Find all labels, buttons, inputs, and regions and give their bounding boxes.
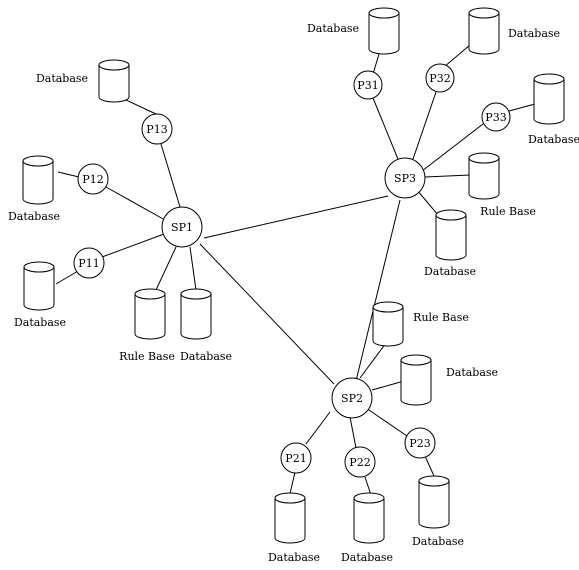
edge-sp2-rulebase xyxy=(359,342,387,379)
node-p21-label: P21 xyxy=(285,452,306,465)
db-sp3-label: Database xyxy=(424,265,476,278)
node-p22-label: P22 xyxy=(349,456,370,469)
db-p21-label: Database xyxy=(268,551,320,564)
edge-sp3-database xyxy=(416,189,439,216)
edge-p33-db xyxy=(508,103,536,112)
edge-sp3-p33 xyxy=(421,123,484,172)
edge-sp3-p32 xyxy=(411,91,437,163)
node-p31: P31 xyxy=(353,70,383,100)
db-sp1-cylinder xyxy=(180,288,212,340)
edge-sp3-rulebase xyxy=(424,174,471,178)
edge-p23-db xyxy=(424,455,435,477)
db-p13-label: Database xyxy=(36,72,88,85)
node-p33: P33 xyxy=(481,102,511,132)
edge-sp1-p11 xyxy=(101,233,165,258)
db-p31-label: Database xyxy=(307,22,359,35)
storage-labels: Database Database Database Rule Base Dat… xyxy=(8,22,579,564)
edge-p11-db xyxy=(55,270,79,285)
db-sp2-label: Database xyxy=(446,366,498,379)
db-p33-cylinder xyxy=(533,73,565,125)
rb-sp1-label: Rule Base xyxy=(119,350,175,363)
db-p22-cylinder xyxy=(353,492,385,544)
db-p22-label: Database xyxy=(341,551,393,564)
db-sp2-cylinder xyxy=(400,354,432,406)
edge-sp1-p13 xyxy=(160,143,181,208)
edge-p31-db xyxy=(372,53,380,75)
node-p13: P13 xyxy=(141,113,173,145)
edge-sp2-p23 xyxy=(365,407,408,437)
node-sp3: SP3 xyxy=(384,157,426,199)
node-p21: P21 xyxy=(280,442,312,474)
db-sp3-cylinder xyxy=(435,209,467,261)
db-sp1-label: Database xyxy=(180,350,232,363)
node-p23: P23 xyxy=(404,427,436,459)
node-p23-label: P23 xyxy=(409,437,430,450)
rb-sp3-cylinder xyxy=(468,152,500,200)
db-p11-cylinder xyxy=(23,261,55,311)
db-p12-cylinder xyxy=(22,155,54,205)
edge-sp1-sp3 xyxy=(203,195,389,239)
rb-sp2-cylinder xyxy=(372,301,404,347)
node-p22: P22 xyxy=(344,446,376,478)
node-p31-label: P31 xyxy=(357,79,378,92)
db-p23-cylinder xyxy=(418,475,450,529)
node-sp1-label: SP1 xyxy=(171,221,193,234)
edge-sp3-sp2 xyxy=(355,199,401,382)
edge-sp2-p21 xyxy=(305,411,331,445)
node-sp3-label: SP3 xyxy=(394,172,416,185)
node-p32: P32 xyxy=(425,63,455,93)
db-p31-cylinder xyxy=(368,7,400,55)
node-p33-label: P33 xyxy=(485,111,506,124)
edge-sp1-rulebase xyxy=(155,246,177,291)
db-p12-label: Database xyxy=(8,210,60,223)
edges xyxy=(55,44,536,496)
db-p32-label: Database xyxy=(508,27,560,40)
node-p12-label: P12 xyxy=(82,173,103,186)
edge-sp2-p22 xyxy=(349,416,357,449)
edge-sp2-database xyxy=(371,380,405,391)
edge-p12-db xyxy=(57,171,80,178)
rb-sp1-cylinder xyxy=(134,288,166,340)
edge-sp1-p12 xyxy=(105,186,166,221)
db-p23-label: Database xyxy=(412,535,464,548)
node-p32-label: P32 xyxy=(429,72,450,85)
rb-sp2-label: Rule Base xyxy=(413,311,469,324)
edge-sp1-sp2 xyxy=(199,243,335,385)
node-sp1: SP1 xyxy=(161,206,203,248)
node-sp2-label: SP2 xyxy=(341,392,363,405)
edge-p21-db xyxy=(289,471,296,495)
node-sp2: SP2 xyxy=(331,377,373,419)
db-p32-cylinder xyxy=(468,7,500,55)
node-p11-label: P11 xyxy=(78,257,99,270)
edge-p22-db xyxy=(364,476,372,496)
edge-p13-db xyxy=(123,98,157,115)
storage-cylinders xyxy=(22,7,565,544)
edge-sp3-p31 xyxy=(372,97,401,165)
db-p33-label: Database xyxy=(528,133,579,146)
edge-p32-db xyxy=(443,44,471,68)
db-p11-label: Database xyxy=(14,316,66,329)
db-p21-cylinder xyxy=(274,492,306,544)
rb-sp3-label: Rule Base xyxy=(480,205,536,218)
edge-sp1-database xyxy=(189,246,197,291)
db-p13-cylinder xyxy=(98,59,130,103)
node-p13-label: P13 xyxy=(146,123,167,136)
node-p12: P12 xyxy=(77,163,109,195)
node-p11: P11 xyxy=(73,247,105,279)
